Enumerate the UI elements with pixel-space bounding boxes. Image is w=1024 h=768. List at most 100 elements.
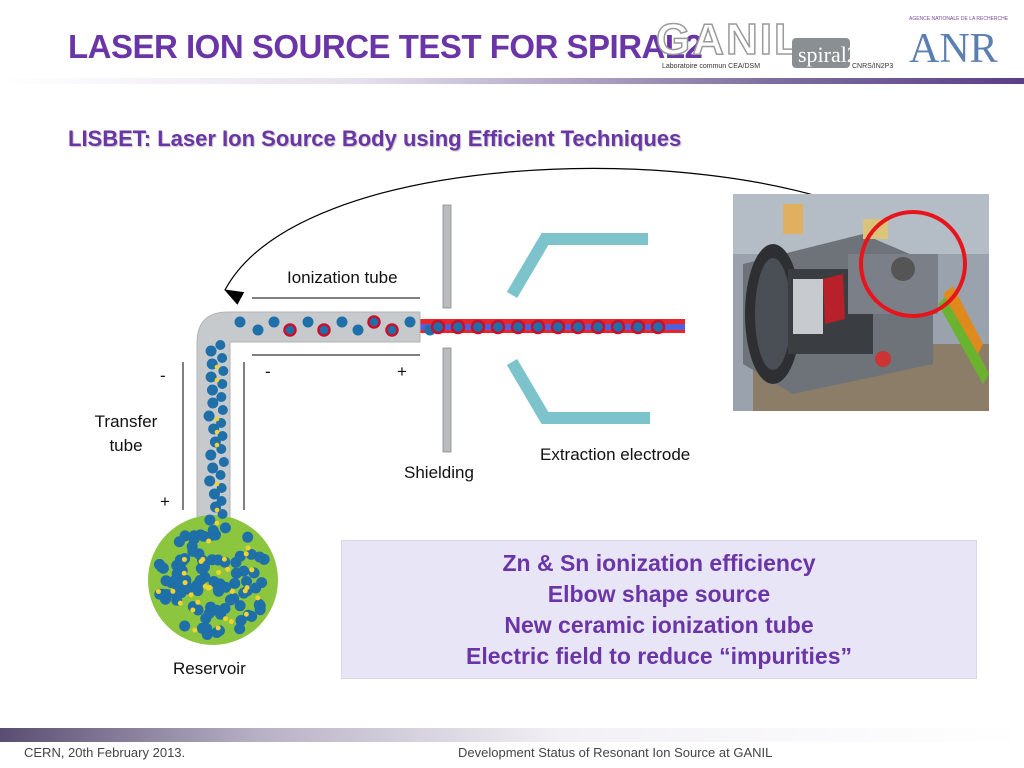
- ion-particle: [204, 514, 216, 526]
- ion-particle: [219, 602, 231, 614]
- transfer-tube-minus-sign: -: [160, 366, 166, 385]
- impurity-atom: [228, 619, 234, 625]
- ionization-tube-minus-sign: -: [265, 362, 271, 381]
- ion-particle: [246, 610, 258, 622]
- impurity-atom: [190, 607, 196, 613]
- ionization-tube-plus-sign: +: [397, 362, 407, 381]
- ion-particle: [490, 319, 506, 335]
- ion-particle: [283, 323, 297, 337]
- impurity-atom: [214, 507, 220, 513]
- ion-particle: [404, 316, 416, 328]
- slide-title: LASER ION SOURCE TEST FOR SPIRAL2: [68, 28, 703, 65]
- slide-subtitle: LISBET: Laser Ion Source Body using Effi…: [68, 126, 682, 151]
- impurity-atom: [182, 580, 188, 586]
- extraction-electrode-label: Extraction electrode: [540, 445, 691, 464]
- impurity-atom: [214, 481, 220, 487]
- ion-particle: [224, 594, 236, 606]
- ion-particle: [336, 316, 348, 328]
- ion-particle: [630, 319, 646, 335]
- impurity-atom: [243, 611, 249, 617]
- ion-particle: [241, 575, 253, 587]
- ion-particle: [216, 444, 227, 454]
- ganil-logo: GANIL spiral2 Laboratoire commun CEA/DSM…: [655, 14, 893, 70]
- impurity-atom: [214, 364, 220, 370]
- ion-particle: [160, 575, 172, 587]
- ion-particle: [268, 316, 280, 328]
- impurity-atom: [243, 551, 249, 557]
- impurity-atom: [170, 588, 176, 594]
- key-point: New ceramic ionization tube: [504, 611, 814, 638]
- impurity-atom: [200, 556, 206, 562]
- ion-particle: [216, 483, 227, 493]
- ion-particle: [220, 581, 232, 593]
- ion-particle: [217, 379, 228, 389]
- ion-particle: [367, 315, 381, 329]
- ion-particle: [192, 604, 204, 616]
- ion-particle: [530, 319, 546, 335]
- transfer-tube-label-line2: tube: [109, 436, 143, 455]
- impurity-atom: [192, 627, 198, 633]
- transfer-tube-plus-sign: +: [160, 492, 170, 511]
- impurity-atom: [188, 592, 194, 598]
- ion-particle: [650, 319, 666, 335]
- ion-particle: [217, 405, 228, 415]
- key-point: Electric field to reduce “impurities”: [466, 642, 852, 669]
- ion-particle: [219, 522, 231, 534]
- ion-particle: [245, 548, 257, 560]
- impurity-atom: [155, 589, 161, 595]
- impurity-atom: [206, 538, 212, 544]
- ion-particle: [234, 550, 246, 562]
- ion-particle: [254, 598, 266, 610]
- ion-particle: [238, 565, 250, 577]
- impurity-atom: [214, 442, 220, 448]
- key-points-box: Zn & Sn ionization efficiency Elbow shap…: [341, 540, 977, 679]
- anr-logo-letters: ANR: [909, 26, 998, 72]
- impurity-atom: [214, 377, 220, 383]
- ion-particle: [179, 620, 191, 632]
- ion-particle: [204, 475, 216, 487]
- ion-particle: [187, 545, 199, 557]
- ion-particle: [207, 524, 219, 536]
- impurity-atom: [214, 429, 220, 435]
- impurity-atom: [245, 545, 251, 551]
- elbow-tube: [196, 311, 421, 546]
- ion-particle: [252, 324, 264, 336]
- reservoir-label: Reservoir: [173, 659, 246, 678]
- impurity-atom: [177, 600, 183, 606]
- ion-particle: [317, 323, 331, 337]
- transfer-tube-label-line1: Transfer: [94, 412, 158, 431]
- impurity-atom: [244, 585, 250, 591]
- ion-particle: [215, 340, 226, 350]
- impurity-atom: [221, 556, 227, 562]
- ion-particle: [218, 457, 229, 467]
- ganil-logo-line1: Laboratoire commun CEA/DSM: [662, 63, 760, 70]
- ion-particle: [216, 496, 227, 506]
- footer-left-text: CERN, 20th February 2013.: [24, 745, 186, 760]
- ion-particle: [215, 470, 226, 480]
- ion-particle: [216, 392, 227, 402]
- ion-particle: [510, 319, 526, 335]
- impurity-atom: [214, 520, 220, 526]
- key-point: Zn & Sn ionization efficiency: [502, 549, 816, 576]
- ganil-logo-text: GANIL: [656, 15, 803, 64]
- ion-particle: [208, 575, 220, 587]
- ion-particle: [590, 319, 606, 335]
- ion-particle: [242, 531, 254, 543]
- ion-particle: [385, 323, 399, 337]
- impurity-atom: [249, 567, 255, 573]
- ion-particle: [234, 316, 246, 328]
- ion-particle: [430, 319, 446, 335]
- ion-particle: [205, 449, 217, 461]
- ion-particle: [234, 623, 246, 635]
- ion-particle: [193, 580, 205, 592]
- impurity-atom: [255, 595, 261, 601]
- ion-particle: [234, 600, 246, 612]
- header-divider: [0, 78, 1024, 84]
- ion-particle: [250, 582, 262, 594]
- ion-particle: [217, 431, 228, 441]
- ion-particle: [195, 562, 207, 574]
- anr-logo-small-text: AGENCE NATIONALE DE LA RECHERCHE: [909, 16, 1009, 22]
- ion-particle: [198, 530, 210, 542]
- ion-source-photo: [733, 194, 989, 411]
